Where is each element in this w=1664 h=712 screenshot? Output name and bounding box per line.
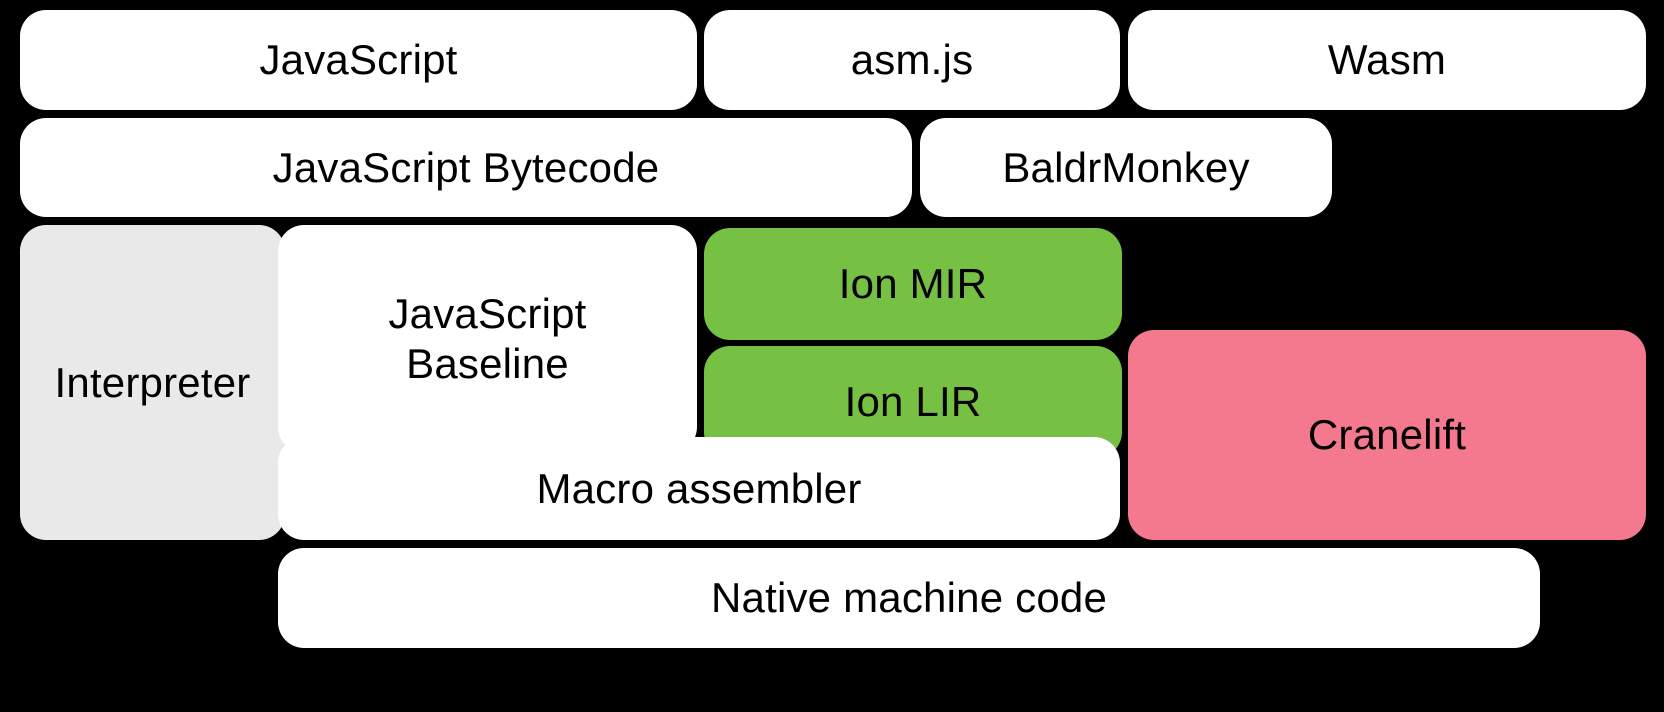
node-asm-js[interactable]: asm.js <box>704 10 1120 110</box>
node-javascript-baseline[interactable]: JavaScript Baseline <box>278 225 697 453</box>
node-cranelift[interactable]: Cranelift <box>1128 330 1646 540</box>
node-native-machine-code[interactable]: Native machine code <box>278 548 1540 648</box>
node-javascript[interactable]: JavaScript <box>20 10 697 110</box>
node-interpreter[interactable]: Interpreter <box>20 225 285 540</box>
node-baldrmonkey[interactable]: BaldrMonkey <box>920 118 1332 217</box>
node-macro-assembler[interactable]: Macro assembler <box>278 437 1120 540</box>
node-ion-mir[interactable]: Ion MIR <box>704 228 1122 340</box>
node-javascript-bytecode[interactable]: JavaScript Bytecode <box>20 118 912 217</box>
node-wasm[interactable]: Wasm <box>1128 10 1646 110</box>
